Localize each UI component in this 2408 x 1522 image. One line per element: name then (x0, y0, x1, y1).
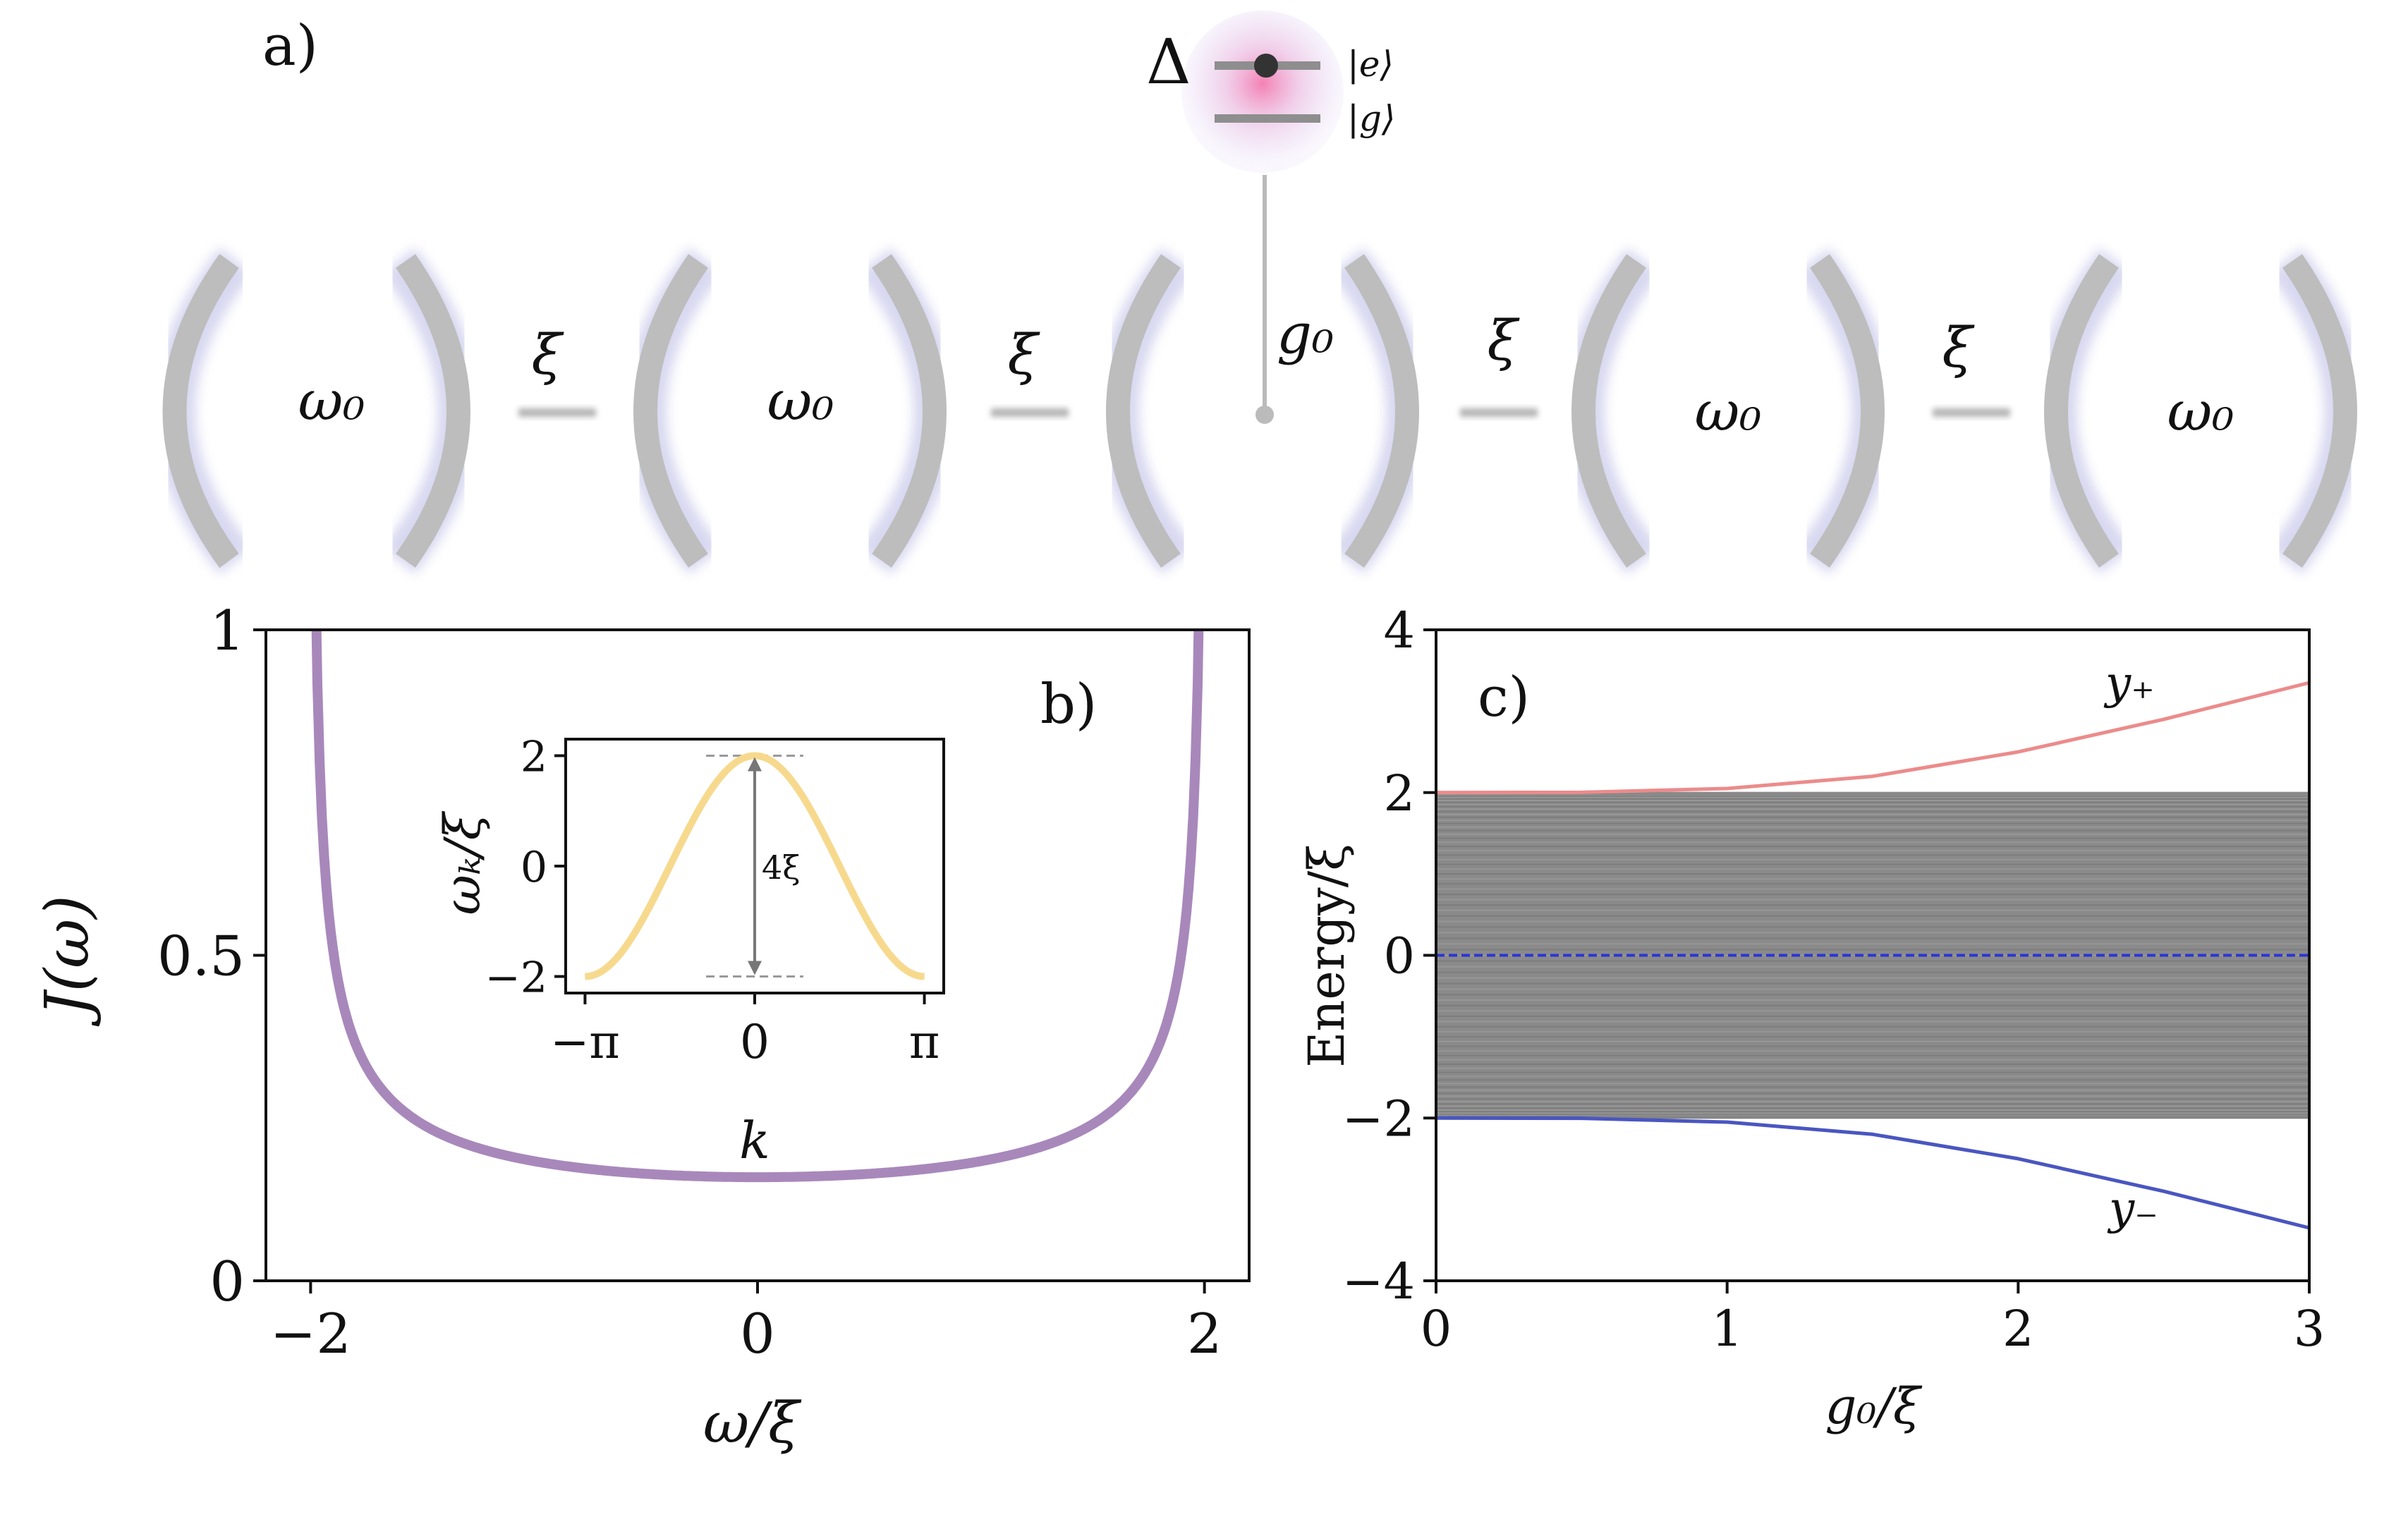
y-tick-label: −2 (1342, 1090, 1415, 1147)
cavity-5: ω₀ (2035, 248, 2366, 574)
cavity-2: ω₀ (624, 248, 956, 574)
cavity-3 (1097, 248, 1428, 574)
mirror-right (1344, 254, 1419, 568)
inset-y-tick-label: 0 (521, 843, 547, 892)
bandwidth-arrow-head-top (748, 757, 762, 772)
cavity-frequency-label: ω₀ (767, 370, 834, 433)
density-of-states-curve (311, 630, 1204, 1183)
hopping-label: ξ (1488, 310, 1521, 373)
cavity-frequency-label: ω₀ (1695, 380, 1762, 444)
cavity-4: ω₀ (1562, 248, 1894, 574)
mirror-left (2044, 254, 2119, 568)
series-label-upper: y₊ (2103, 657, 2155, 710)
bandwidth-label: 4ξ (762, 848, 801, 887)
mirror-right (872, 254, 947, 568)
y-tick-label: 0 (1383, 927, 1415, 985)
inset-x-tick-label: 0 (740, 1015, 770, 1069)
y-tick-label: 0 (209, 1250, 245, 1314)
panel-a-label: a) (262, 13, 318, 78)
y-tick-label: 0.5 (157, 925, 245, 989)
cavity-frequency-label: ω₀ (2167, 380, 2234, 444)
panel-b-label: b) (1040, 673, 1097, 736)
y-tick-label: 2 (1383, 765, 1415, 822)
panel-a: a) ω₀ ω₀ (153, 11, 2366, 575)
excited-state-label: |e⟩ (1347, 44, 1394, 85)
inset-x-axis-title: k (739, 1111, 770, 1170)
dispersion-curve (583, 752, 927, 980)
y-tick-label: −4 (1342, 1253, 1415, 1310)
panel-b: b) −2 0 2 0 0.5 1 J(ω) ω/ξ 4ξ −π 0 π −2 0 2 ωₖ/ξ k (32, 599, 1251, 1456)
mirror-left (1106, 254, 1181, 568)
cavity-frequency-label: ω₀ (298, 370, 365, 433)
mirror-right (2282, 254, 2357, 568)
hopping-label: ξ (1008, 324, 1041, 387)
x-tick-label: 0 (1421, 1300, 1452, 1358)
x-tick-label: 3 (2294, 1300, 2325, 1358)
mirror-left (633, 254, 708, 568)
x-tick-label: 2 (1187, 1303, 1222, 1366)
tunneling-glow (518, 406, 596, 420)
x-tick-label: 0 (740, 1303, 775, 1366)
x-tick-label: 1 (1711, 1300, 1743, 1358)
x-axis-title: ω/ξ (703, 1390, 802, 1456)
bound-state-lower (1435, 1116, 2310, 1230)
atom-population-dot (1254, 54, 1278, 78)
two-level-atom: Δ |e⟩ |g⟩ g₀ (1146, 11, 1395, 424)
y-tick-label: 4 (1383, 602, 1415, 659)
tunneling-links: ξ ξ ξ ξ (518, 310, 2010, 420)
tunneling-glow (1933, 406, 2010, 420)
x-axis-title: g₀/ξ (1825, 1377, 1922, 1435)
bound-state-upper (1435, 681, 2310, 795)
series-label-lower: y₋ (2107, 1183, 2158, 1235)
coupling-label: g₀ (1277, 303, 1334, 366)
y-axis-title: Energy/ξ (1298, 844, 1356, 1068)
x-tick-label: −2 (270, 1303, 351, 1366)
atom-glow (1181, 11, 1344, 173)
tunneling-glow (991, 406, 1069, 420)
inset-y-tick-label: 2 (521, 732, 547, 781)
ground-state-label: |g⟩ (1347, 98, 1395, 139)
hopping-label: ξ (532, 324, 565, 387)
mirror-left (162, 254, 239, 568)
inset-x-tick-label: π (909, 1015, 940, 1069)
bandwidth-arrow-head-bottom (748, 961, 762, 975)
detuning-label: Δ (1146, 25, 1191, 98)
coupling-point (1255, 406, 1274, 424)
mirror-left (1571, 254, 1646, 568)
inset-y-axis-title: ωₖ/ξ (434, 810, 492, 915)
panel-c-label: c) (1478, 666, 1530, 729)
inset-x-tick-label: −π (550, 1015, 620, 1069)
mirror-right (1810, 254, 1885, 568)
y-axis-title: J(ω) (32, 895, 103, 1027)
cavity-chain: ω₀ ω₀ ω₀ (153, 248, 2366, 575)
inset-dispersion: 4ξ −π 0 π −2 0 2 ωₖ/ξ k (434, 732, 945, 1170)
y-tick-label: 1 (209, 599, 245, 663)
hopping-label: ξ (1942, 317, 1976, 380)
tunneling-glow (1460, 406, 1538, 420)
panel-c: 0 1 2 3 −4 −2 0 2 4 c) y₊ y₋ Energy/ξ g₀/ξ (1298, 602, 2325, 1435)
inset-y-tick-label: −2 (485, 954, 547, 1003)
mirror-right (396, 254, 470, 568)
cavity-1: ω₀ (153, 248, 480, 575)
x-tick-label: 2 (2002, 1300, 2034, 1358)
